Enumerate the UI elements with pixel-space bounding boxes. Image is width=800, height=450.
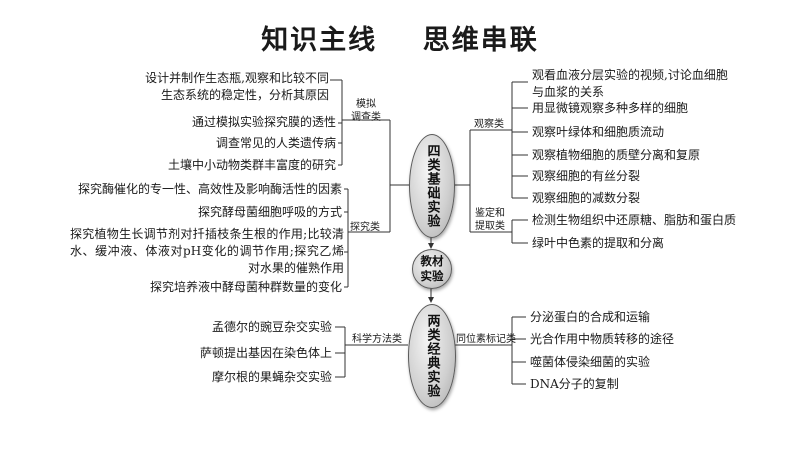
right-item-meiosis: 观察细胞的减数分裂	[532, 191, 641, 205]
right-item-dna-replication: DNA分子的复制	[530, 377, 619, 391]
diagram-title: 知识主线 思维串联	[261, 25, 539, 56]
center-node-four-basic: 四类基础实验	[409, 134, 455, 238]
right-item-microscope: 用显微镜观察多种多样的细胞	[532, 101, 689, 115]
right-item-sugar-fat-protein: 检测生物组织中还原糖、脂肪和蛋白质	[532, 213, 737, 227]
left-item-yeast-population: 探究培养液中酵母菌种群数量的变化	[149, 280, 342, 294]
category-exploration: 探究类	[350, 222, 380, 233]
right-item-mitosis: 观察细胞的有丝分裂	[532, 169, 641, 183]
category-observation: 观察类	[474, 119, 504, 130]
category-scientific-method: 科学方法类	[352, 334, 402, 345]
left-item-soil-animals: 土壤中小动物类群丰富度的研究	[167, 158, 336, 172]
category-simulation: 模拟 调查类	[351, 99, 381, 123]
right-item-pigment: 绿叶中色素的提取和分离	[532, 236, 665, 250]
right-item-plasmolysis: 观察植物细胞的质壁分离和复原	[532, 148, 701, 162]
left-item-membrane: 通过模拟实验探究膜的透性	[191, 115, 336, 129]
left-item-sutton: 萨顿提出基因在染色体上	[199, 346, 332, 360]
left-item-mendel: 孟德尔的豌豆杂交实验	[211, 320, 332, 334]
left-item-yeast-respiration: 探究酵母菌细胞呼吸的方式	[197, 205, 342, 219]
right-item-secretory-protein: 分泌蛋白的合成和运输	[530, 310, 651, 324]
left-item-genetic-disease: 调查常见的人类遗传病	[215, 136, 336, 150]
center-node-textbook: 教材实验	[412, 249, 452, 289]
right-item-photosynthesis: 光合作用中物质转移的途径	[530, 332, 675, 346]
right-item-chloroplast: 观察叶绿体和细胞质流动	[532, 125, 665, 139]
left-item-ecobottle: 设计并制作生态瓶,观察和比较不同生态系统的稳定性，分析其原因	[145, 71, 329, 102]
category-identification: 鉴定和 提取类	[475, 208, 505, 232]
right-item-blood: 观看血液分层实验的视频,讨论血细胞与血浆的关系	[532, 68, 728, 99]
category-isotope: 同位素标记类	[456, 334, 516, 345]
left-item-morgan: 摩尔根的果蝇杂交实验	[211, 370, 332, 384]
left-item-plant-regulator: 探究植物生长调节剂对扦插枝条生根的作用;比较清水、缓冲液、体液对pH变化的调节作…	[70, 227, 344, 275]
left-item-enzyme: 探究酶催化的专一性、高效性及影响酶活性的因素	[77, 182, 342, 196]
center-node-two-classic: 两类经典实验	[408, 304, 456, 408]
right-item-phage: 噬菌体侵染细菌的实验	[530, 355, 651, 369]
